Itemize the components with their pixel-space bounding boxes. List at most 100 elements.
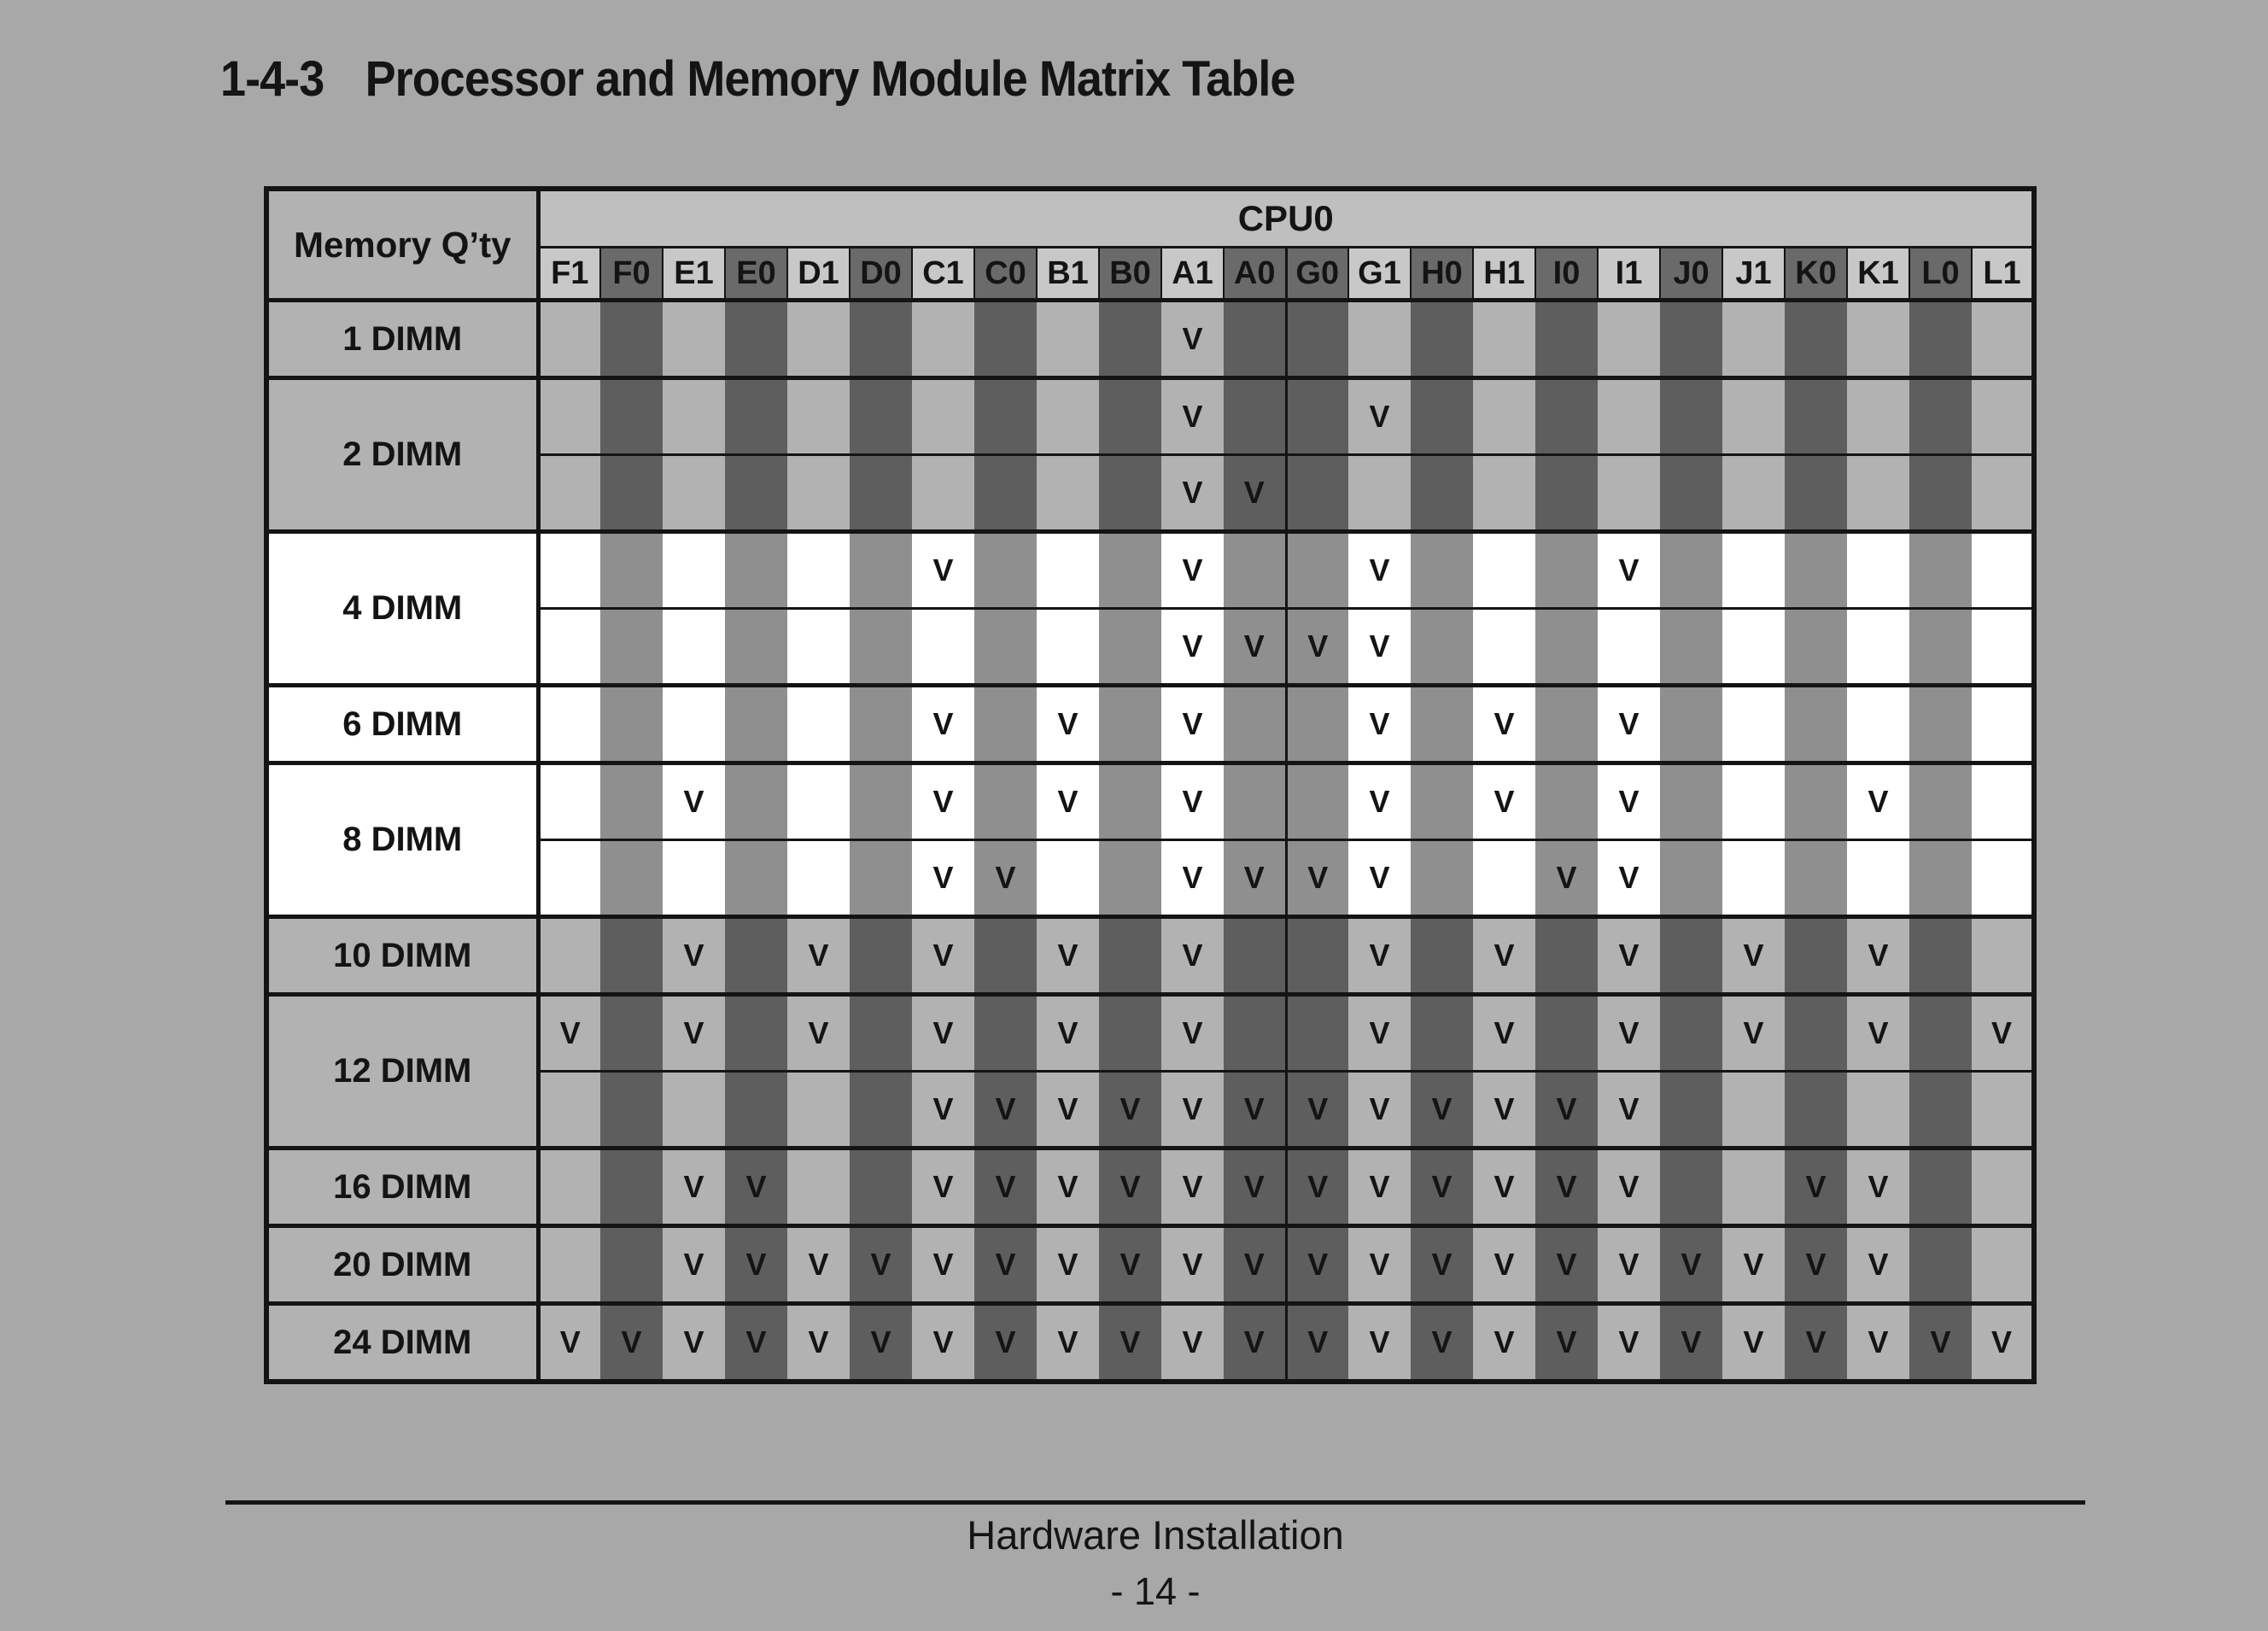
- matrix-cell-20-dimm-E1: V: [663, 1224, 725, 1304]
- matrix-cell-1-dimm-F0: [600, 298, 663, 378]
- matrix-cell-16-dimm-C1: V: [912, 1146, 974, 1226]
- matrix-cell-12-dimm-B0: [1099, 992, 1161, 1072]
- matrix-cell-24-dimm-H1: V: [1473, 1301, 1535, 1382]
- matrix-cell-16-dimm-D1: [787, 1146, 850, 1226]
- matrix-cell-8-dimm-C0: [974, 761, 1037, 840]
- matrix-cell-1-dimm-L0: [1909, 298, 1972, 378]
- matrix-cell-1-dimm-G0: [1284, 298, 1348, 378]
- matrix-cell-10-dimm-D0: [850, 915, 912, 995]
- matrix-cell-4-dimm-K1: [1847, 607, 1909, 686]
- matrix-cell-20-dimm-D1: V: [787, 1224, 850, 1304]
- matrix-cell-6-dimm-E1: [663, 683, 725, 763]
- matrix-cell-6-dimm-K1: [1847, 683, 1909, 763]
- matrix-cell-24-dimm-D1: V: [787, 1301, 850, 1382]
- matrix-cell-8-dimm-G1: V: [1348, 839, 1411, 917]
- matrix-cell-24-dimm-F0: V: [600, 1301, 663, 1382]
- matrix-cell-12-dimm-F1: [538, 1070, 600, 1149]
- matrix-cell-6-dimm-A0: [1224, 683, 1286, 763]
- matrix-cell-4-dimm-E0: [725, 529, 787, 609]
- matrix-cell-12-dimm-L1: [1972, 1070, 2034, 1149]
- matrix-cell-1-dimm-A0: [1224, 298, 1286, 378]
- row-label-20-dimm: 20 DIMM: [266, 1224, 541, 1304]
- matrix-cell-10-dimm-C0: [974, 915, 1037, 995]
- matrix-cell-1-dimm-D0: [850, 298, 912, 378]
- matrix-cell-2-dimm-J1: [1722, 376, 1785, 455]
- matrix-cell-8-dimm-B1: [1037, 839, 1099, 917]
- matrix-cell-12-dimm-J1: [1722, 1070, 1785, 1149]
- matrix-cell-12-dimm-K1: [1847, 1070, 1909, 1149]
- matrix-cell-6-dimm-I0: [1535, 683, 1598, 763]
- matrix-cell-6-dimm-D1: [787, 683, 850, 763]
- column-header-I1: I1: [1597, 246, 1661, 302]
- matrix-cell-4-dimm-H0: [1411, 607, 1473, 686]
- section-number: 1-4-3: [220, 50, 324, 107]
- matrix-cell-2-dimm-C1: [912, 453, 974, 532]
- matrix-cell-2-dimm-I1: [1598, 453, 1660, 532]
- column-header-D1: D1: [786, 246, 850, 302]
- matrix-cell-8-dimm-K1: [1847, 839, 1909, 917]
- column-header-I0: I0: [1534, 246, 1599, 302]
- matrix-cell-8-dimm-K0: [1785, 839, 1847, 917]
- matrix-cell-12-dimm-L0: [1909, 992, 1972, 1072]
- matrix-cell-4-dimm-K0: [1785, 607, 1847, 686]
- matrix-cell-16-dimm-H0: V: [1411, 1146, 1473, 1226]
- matrix-cell-12-dimm-B1: V: [1037, 992, 1099, 1072]
- matrix-cell-8-dimm-G0: V: [1284, 839, 1348, 917]
- matrix-cell-16-dimm-K1: V: [1847, 1146, 1909, 1226]
- matrix-cell-4-dimm-F1: [538, 607, 600, 686]
- matrix-cell-10-dimm-D1: V: [787, 915, 850, 995]
- matrix-cell-8-dimm-J1: [1722, 761, 1785, 840]
- matrix-cell-4-dimm-J1: [1722, 529, 1785, 609]
- matrix-cell-2-dimm-F0: [600, 376, 663, 455]
- matrix-cell-10-dimm-F1: [538, 915, 600, 995]
- matrix-cell-10-dimm-J1: V: [1722, 915, 1785, 995]
- matrix-cell-4-dimm-C0: [974, 529, 1037, 609]
- matrix-cell-2-dimm-G0: [1284, 376, 1348, 455]
- matrix-cell-10-dimm-C1: V: [912, 915, 974, 995]
- column-header-B1: B1: [1036, 246, 1100, 302]
- matrix-cell-20-dimm-I1: V: [1598, 1224, 1660, 1304]
- matrix-cell-16-dimm-L0: [1909, 1146, 1972, 1226]
- column-header-K1: K1: [1846, 246, 1910, 302]
- matrix-cell-2-dimm-L0: [1909, 453, 1972, 532]
- column-header-E1: E1: [662, 246, 726, 302]
- matrix-cell-10-dimm-L0: [1909, 915, 1972, 995]
- column-header-E0: E0: [724, 246, 788, 302]
- matrix-cell-20-dimm-J0: V: [1660, 1224, 1722, 1304]
- matrix-cell-20-dimm-A1: V: [1161, 1224, 1224, 1304]
- matrix-cell-8-dimm-H0: [1411, 839, 1473, 917]
- matrix-cell-24-dimm-G1: V: [1348, 1301, 1411, 1382]
- matrix-cell-16-dimm-J0: [1660, 1146, 1722, 1226]
- matrix-cell-8-dimm-F0: [600, 761, 663, 840]
- matrix-cell-8-dimm-I1: V: [1598, 761, 1660, 840]
- matrix-cell-6-dimm-C0: [974, 683, 1037, 763]
- matrix-cell-4-dimm-E1: [663, 529, 725, 609]
- matrix-cell-10-dimm-K0: [1785, 915, 1847, 995]
- matrix-cell-2-dimm-E0: [725, 376, 787, 455]
- matrix-cell-12-dimm-C0: V: [974, 1070, 1037, 1149]
- matrix-cell-6-dimm-F0: [600, 683, 663, 763]
- column-header-L0: L0: [1909, 246, 1973, 302]
- matrix-cell-2-dimm-D0: [850, 453, 912, 532]
- matrix-cell-6-dimm-K0: [1785, 683, 1847, 763]
- column-header-H0: H0: [1410, 246, 1474, 302]
- matrix-cell-4-dimm-F1: [538, 529, 600, 609]
- matrix-cell-2-dimm-G1: V: [1348, 376, 1411, 455]
- row-label-24-dimm: 24 DIMM: [266, 1301, 541, 1382]
- matrix-cell-24-dimm-K0: V: [1785, 1301, 1847, 1382]
- matrix-cell-20-dimm-L0: [1909, 1224, 1972, 1304]
- matrix-cell-6-dimm-L0: [1909, 683, 1972, 763]
- matrix-cell-12-dimm-B0: V: [1099, 1070, 1161, 1149]
- matrix-cell-10-dimm-H1: V: [1473, 915, 1535, 995]
- matrix-cell-2-dimm-K1: [1847, 376, 1909, 455]
- matrix-cell-8-dimm-I0: [1535, 761, 1598, 840]
- matrix-cell-8-dimm-D1: [787, 761, 850, 840]
- matrix-cell-24-dimm-L0: V: [1909, 1301, 1972, 1382]
- matrix-cell-2-dimm-A1: V: [1161, 376, 1224, 455]
- column-header-A0: A0: [1223, 246, 1287, 302]
- matrix-cell-12-dimm-J0: [1660, 992, 1722, 1072]
- matrix-cell-12-dimm-I0: V: [1535, 1070, 1598, 1149]
- matrix-cell-2-dimm-F1: [538, 453, 600, 532]
